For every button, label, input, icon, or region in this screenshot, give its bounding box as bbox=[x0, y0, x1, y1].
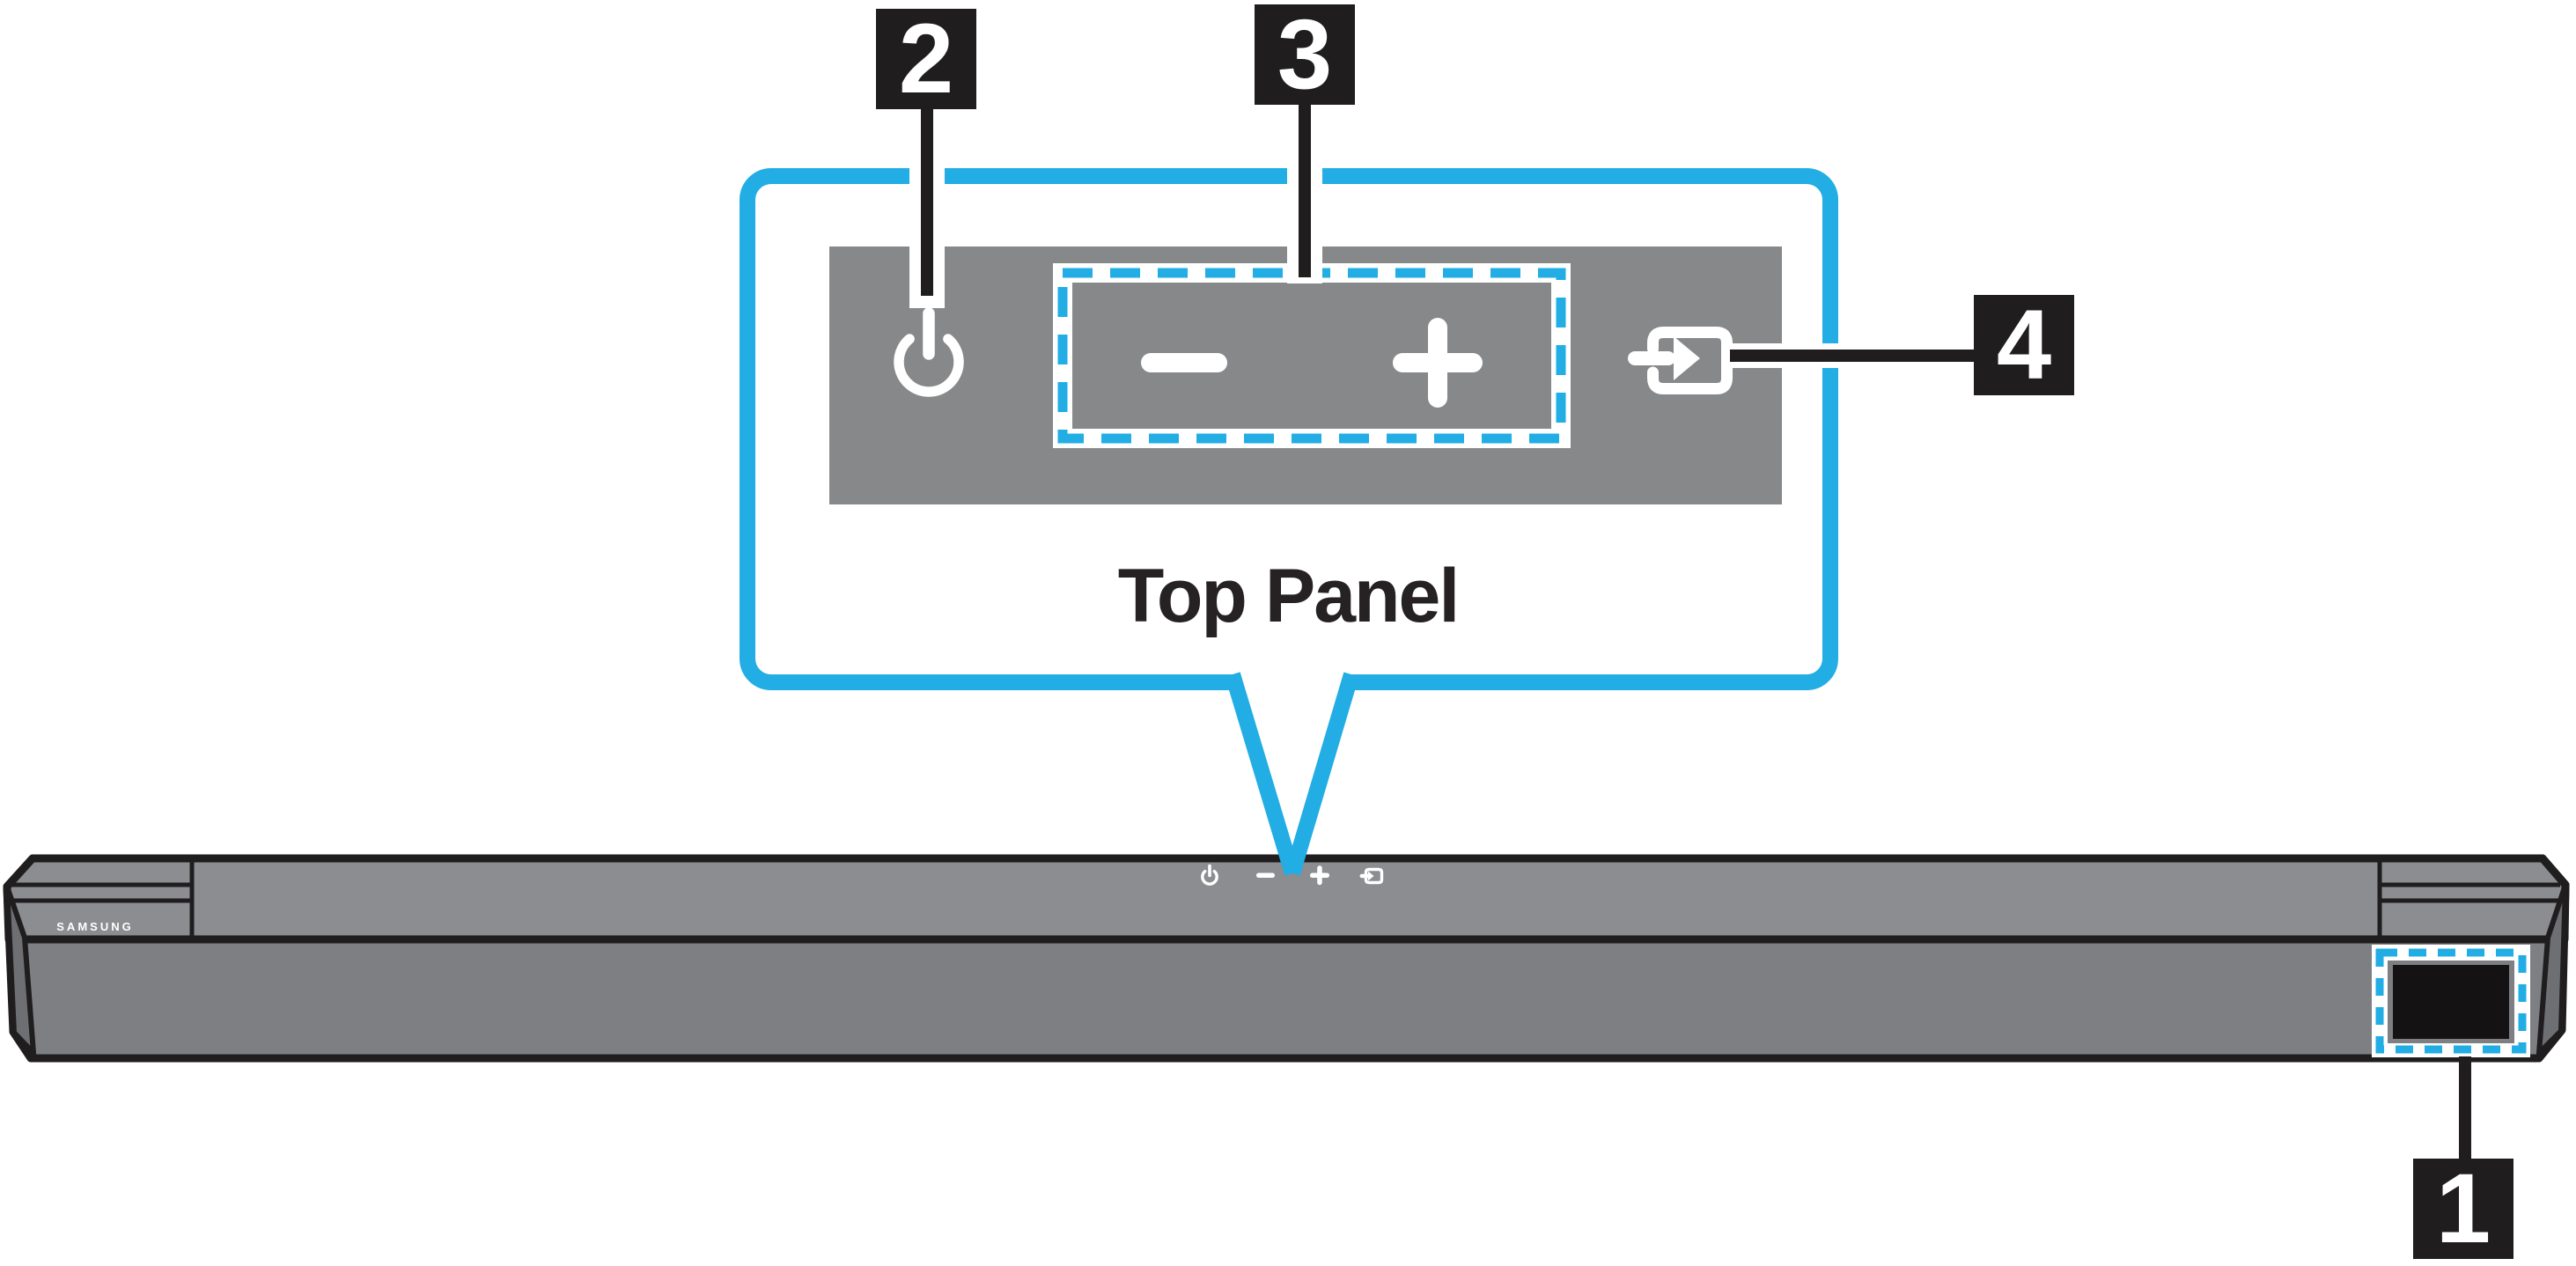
badge-volume: 3 bbox=[1255, 4, 1355, 105]
badge-power: 2 bbox=[876, 9, 976, 109]
source-icon bbox=[1628, 327, 1733, 394]
soundbar-illustration: SAMSUNG bbox=[3, 854, 2570, 1063]
figure-title: Top Panel bbox=[1117, 554, 1461, 638]
volume-dashed-outline bbox=[1053, 263, 1571, 448]
badge-volume-number: 3 bbox=[1277, 0, 1333, 109]
plus-icon-small bbox=[1310, 865, 1329, 886]
badge-display: 1 bbox=[2413, 1159, 2513, 1259]
front-display-highlight bbox=[2372, 945, 2530, 1057]
display-dashed-outline bbox=[2375, 948, 2527, 1054]
connector-line-source bbox=[1730, 350, 1976, 362]
connector-line-volume bbox=[1299, 103, 1311, 277]
soundbar-right-facet bbox=[2536, 884, 2568, 1060]
connector-line-display bbox=[2459, 1056, 2471, 1162]
badge-display-number: 1 bbox=[2435, 1153, 2491, 1263]
samsung-logo: SAMSUNG bbox=[56, 920, 133, 933]
endcap-seams bbox=[11, 860, 2562, 938]
minus-icon bbox=[1141, 353, 1227, 372]
badge-source-number: 4 bbox=[1996, 290, 2052, 400]
badge-power-number: 2 bbox=[898, 4, 954, 114]
source-icon-small bbox=[1359, 867, 1384, 885]
soundbar-top-icons bbox=[1201, 864, 1384, 886]
connector-line-power bbox=[921, 107, 933, 296]
power-icon bbox=[894, 307, 964, 397]
minus-icon-small bbox=[1256, 872, 1275, 878]
callout-pointer bbox=[1225, 672, 1359, 876]
badge-source: 4 bbox=[1974, 295, 2074, 395]
soundbar-left-facet bbox=[4, 886, 37, 1061]
power-icon-small bbox=[1201, 864, 1218, 886]
display-window bbox=[2393, 965, 2509, 1039]
